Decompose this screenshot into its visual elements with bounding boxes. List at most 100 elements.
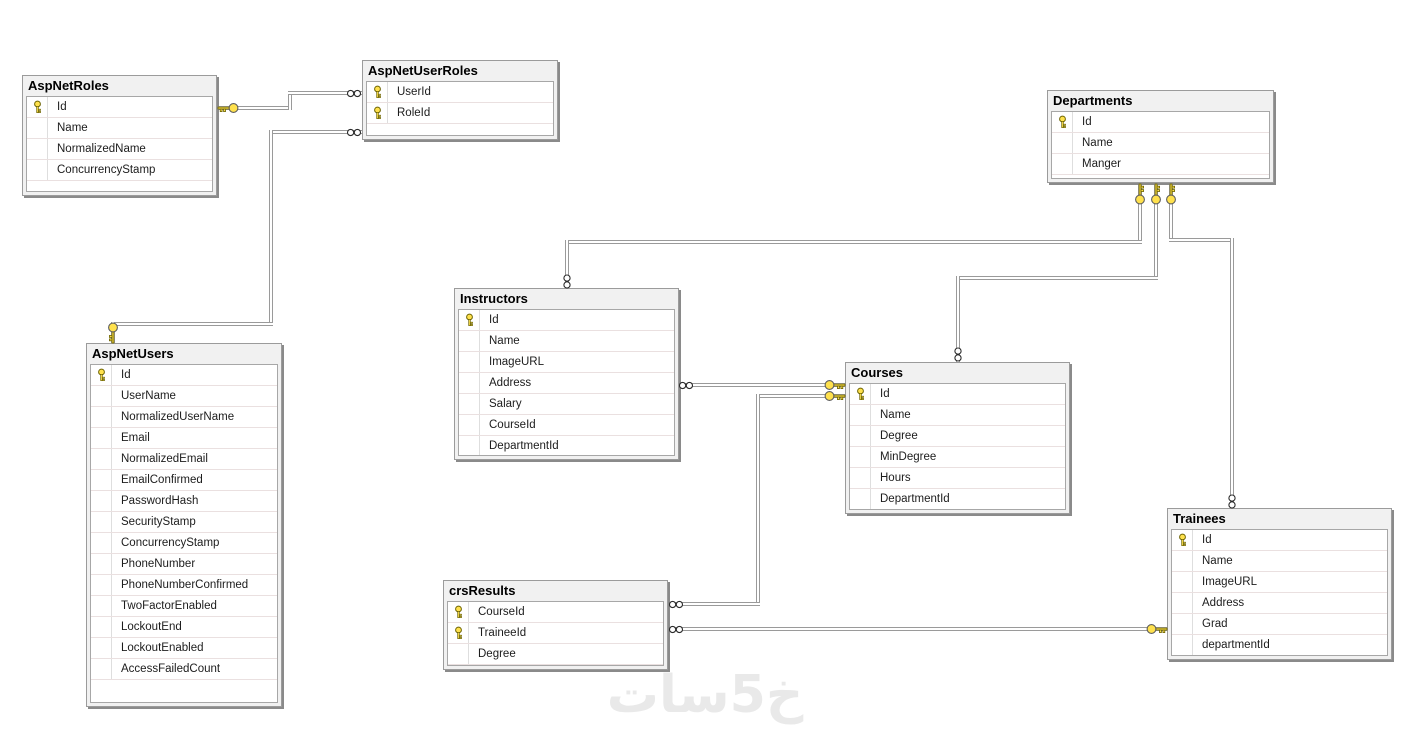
- column-row[interactable]: ImageURL: [459, 352, 674, 373]
- column-row[interactable]: Id: [1052, 112, 1269, 133]
- relationship-line-segment[interactable]: [756, 394, 760, 606]
- column-row[interactable]: Degree: [850, 426, 1065, 447]
- relationship-line-segment[interactable]: [565, 240, 569, 290]
- column-name: DepartmentId: [880, 493, 950, 505]
- relationship-line-segment[interactable]: [269, 130, 273, 326]
- column-row[interactable]: RoleId: [367, 103, 553, 124]
- relationship-line-segment[interactable]: [215, 106, 292, 110]
- column-icon-cell: [91, 533, 112, 553]
- column-icon-cell: [91, 638, 112, 658]
- column-row[interactable]: NormalizedName: [27, 139, 212, 160]
- column-row[interactable]: Address: [1172, 593, 1387, 614]
- relationship-line-segment[interactable]: [1154, 181, 1158, 280]
- table-title[interactable]: Instructors: [460, 291, 528, 306]
- column-row[interactable]: ImageURL: [1172, 572, 1387, 593]
- column-row[interactable]: Hours: [850, 468, 1065, 489]
- column-row[interactable]: CourseId: [459, 415, 674, 436]
- column-row[interactable]: DepartmentId: [850, 489, 1065, 509]
- table-title[interactable]: AspNetUserRoles: [368, 63, 478, 78]
- relationship-line-segment[interactable]: [956, 276, 960, 364]
- relationship-line-segment[interactable]: [1169, 238, 1234, 242]
- column-icon-cell: [91, 386, 112, 406]
- relationship-line-segment[interactable]: [269, 130, 364, 134]
- column-row[interactable]: Email: [91, 428, 277, 449]
- relationship-line-segment[interactable]: [677, 383, 847, 387]
- column-row[interactable]: Id: [459, 310, 674, 331]
- column-row[interactable]: Name: [850, 405, 1065, 426]
- column-icon-cell: [91, 407, 112, 427]
- column-row[interactable]: MinDegree: [850, 447, 1065, 468]
- relationship-line-segment[interactable]: [1138, 181, 1142, 244]
- column-row[interactable]: AccessFailedCount: [91, 659, 277, 680]
- column-row[interactable]: LockoutEnabled: [91, 638, 277, 659]
- column-row[interactable]: EmailConfirmed: [91, 470, 277, 491]
- column-row[interactable]: TraineeId: [448, 623, 663, 644]
- table-title[interactable]: AspNetUsers: [92, 346, 174, 361]
- column-row[interactable]: Grad: [1172, 614, 1387, 635]
- relationship-line-segment[interactable]: [111, 322, 273, 326]
- column-icon-cell: [91, 449, 112, 469]
- column-row[interactable]: NormalizedEmail: [91, 449, 277, 470]
- column-icon-cell: [459, 415, 480, 435]
- column-row[interactable]: Id: [27, 97, 212, 118]
- relationship-line-segment[interactable]: [756, 394, 847, 398]
- column-row[interactable]: UserId: [367, 82, 553, 103]
- column-row[interactable]: Address: [459, 373, 674, 394]
- column-row[interactable]: Name: [1052, 133, 1269, 154]
- column-row[interactable]: ConcurrencyStamp: [91, 533, 277, 554]
- column-row[interactable]: DepartmentId: [459, 436, 674, 455]
- table-title[interactable]: Trainees: [1173, 511, 1226, 526]
- column-row[interactable]: PasswordHash: [91, 491, 277, 512]
- relationship-line-segment[interactable]: [1230, 238, 1234, 510]
- table-title[interactable]: Courses: [851, 365, 904, 380]
- column-row[interactable]: Id: [1172, 530, 1387, 551]
- column-icon-cell: [850, 468, 871, 488]
- column-name: Id: [880, 388, 890, 400]
- column-row[interactable]: Name: [27, 118, 212, 139]
- column-row[interactable]: Salary: [459, 394, 674, 415]
- khamsat-watermark: خ5سات: [606, 665, 804, 725]
- column-row[interactable]: Name: [1172, 551, 1387, 572]
- column-row[interactable]: PhoneNumberConfirmed: [91, 575, 277, 596]
- column-icon-cell: [448, 644, 469, 664]
- column-row[interactable]: TwoFactorEnabled: [91, 596, 277, 617]
- table-title[interactable]: crsResults: [449, 583, 516, 598]
- relationship-line-segment[interactable]: [288, 91, 364, 95]
- primary-key-icon: [448, 623, 469, 643]
- column-name: Degree: [478, 648, 516, 660]
- relationship-line-segment[interactable]: [666, 627, 1169, 631]
- primary-key-icon: [91, 365, 112, 385]
- column-row[interactable]: ConcurrencyStamp: [27, 160, 212, 181]
- relationship-line-segment[interactable]: [565, 240, 1142, 244]
- column-row[interactable]: UserName: [91, 386, 277, 407]
- column-row[interactable]: LockoutEnd: [91, 617, 277, 638]
- relationship-line-segment[interactable]: [956, 276, 1158, 280]
- table-title[interactable]: AspNetRoles: [28, 78, 109, 93]
- table-title[interactable]: Departments: [1053, 93, 1133, 108]
- column-row[interactable]: Name: [459, 331, 674, 352]
- column-row[interactable]: SecurityStamp: [91, 512, 277, 533]
- relationship-line-segment[interactable]: [666, 602, 760, 606]
- column-icon-cell: [91, 554, 112, 574]
- column-icon-cell: [27, 118, 48, 138]
- column-row[interactable]: NormalizedUserName: [91, 407, 277, 428]
- column-row[interactable]: PhoneNumber: [91, 554, 277, 575]
- column-row[interactable]: CourseId: [448, 602, 663, 623]
- relationship-line-segment[interactable]: [1169, 181, 1173, 242]
- column-row[interactable]: Id: [850, 384, 1065, 405]
- one-side-key-icon: [1146, 623, 1168, 635]
- column-row[interactable]: Id: [91, 365, 277, 386]
- column-row[interactable]: departmentId: [1172, 635, 1387, 655]
- column-row[interactable]: Degree: [448, 644, 663, 665]
- relationship-line-segment[interactable]: [288, 91, 292, 110]
- column-row[interactable]: Manger: [1052, 154, 1269, 175]
